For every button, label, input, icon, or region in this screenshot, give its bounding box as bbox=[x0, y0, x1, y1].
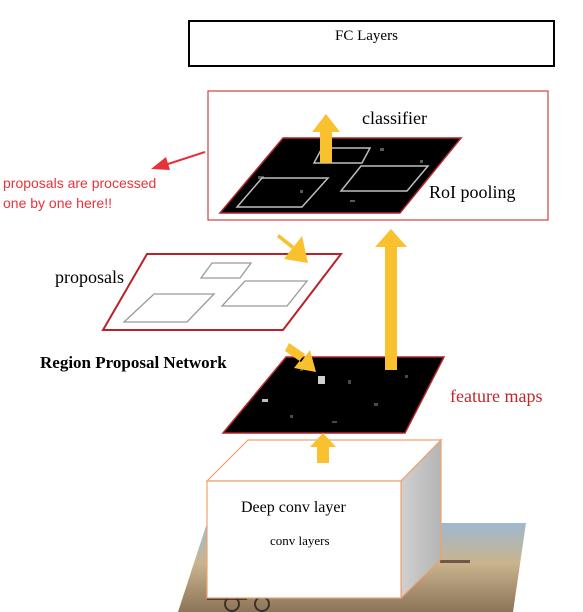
arrow-proposals-to-roi bbox=[277, 234, 308, 263]
arrow-roi-to-classifier bbox=[312, 114, 340, 163]
annotation-arrow bbox=[151, 151, 206, 170]
arrow-rpn-to-proposals bbox=[285, 343, 316, 372]
proposal-boxes bbox=[122, 262, 309, 323]
feature-maps-label: feature maps bbox=[450, 386, 543, 406]
conv-block-front bbox=[206, 480, 402, 599]
conv-block-subtitle: conv layers bbox=[270, 533, 330, 548]
fc-layers-box bbox=[188, 20, 555, 67]
proposal-box bbox=[220, 280, 309, 307]
rpn-label: Region Proposal Network bbox=[40, 353, 227, 372]
arrow-feature-to-roi bbox=[375, 229, 407, 370]
arrows bbox=[277, 114, 407, 463]
roi-proposal-box bbox=[339, 165, 430, 192]
roi-feature-speckles bbox=[258, 148, 423, 202]
conv-block-title: Deep conv layer bbox=[241, 499, 346, 516]
annotation-line-1: proposals are processed bbox=[3, 175, 157, 191]
classifier-label: classifier bbox=[362, 108, 427, 128]
roi-pooling-label: RoI pooling bbox=[429, 182, 516, 202]
roi-proposal-box bbox=[312, 147, 372, 164]
proposals-plane bbox=[101, 253, 344, 331]
fc-layers-label: FC Layers bbox=[335, 28, 398, 44]
feature-map-speckles bbox=[262, 368, 408, 423]
proposals-label: proposals bbox=[55, 267, 124, 287]
proposal-box bbox=[122, 293, 216, 323]
proposal-box bbox=[199, 262, 253, 279]
roi-proposal-boxes bbox=[235, 147, 430, 208]
arrow-conv-to-feature bbox=[310, 433, 336, 463]
roi-feature-plane bbox=[218, 137, 463, 214]
annotation-line-2: one by one here!! bbox=[3, 195, 112, 211]
roi-proposal-box bbox=[235, 177, 330, 208]
